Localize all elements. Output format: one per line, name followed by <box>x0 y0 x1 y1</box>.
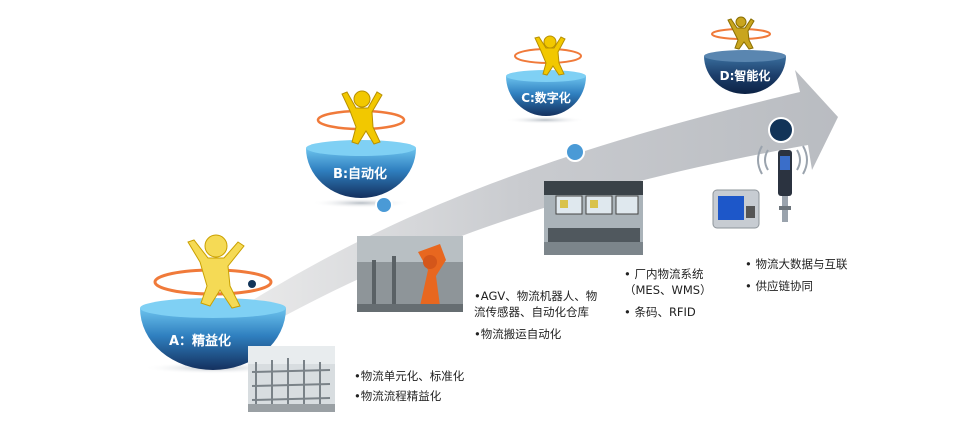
stage-d-label: D:智能化 <box>720 68 771 83</box>
step-dot-d <box>768 117 794 143</box>
bullet-item: 流传感器、自动化仓库 <box>474 305 589 319</box>
bullet-item: • 物流大数据与互联 <box>745 257 848 271</box>
step-dot-c <box>565 142 585 162</box>
bullet-item: • 厂内物流系统 <box>624 267 704 281</box>
stage-d-bullets: • 物流大数据与互联 • 供应链协同 <box>745 256 847 294</box>
stage-c: C:数字化 <box>505 35 586 162</box>
stage-d: D:智能化 <box>704 16 794 143</box>
bullet-item: •物流流程精益化 <box>354 389 442 403</box>
stage-c-bullets: • 厂内物流系统 （MES、WMS） • 条码、RFID <box>624 266 712 320</box>
bullet-item: • 条码、RFID <box>624 305 696 319</box>
stage-a-label: A：精益化 <box>169 333 231 349</box>
stage-b: B:自动化 <box>306 90 416 214</box>
step-dot-a <box>248 280 256 288</box>
bullet-item: • 供应链协同 <box>745 279 813 293</box>
person-icon <box>534 35 566 76</box>
step-dot-b <box>375 196 393 214</box>
bullet-item: •AGV、物流机器人、物 <box>474 289 598 303</box>
person-icon <box>341 90 383 145</box>
bullet-item: •物流单元化、标准化 <box>354 369 465 383</box>
iot-devices-image <box>712 145 808 229</box>
person-icon <box>187 234 245 309</box>
wireless-signal-icon <box>757 145 808 175</box>
bullet-item: （MES、WMS） <box>624 283 712 297</box>
person-icon <box>727 16 755 50</box>
photo-warehouse-racks <box>248 346 335 412</box>
stage-b-label: B:自动化 <box>333 166 387 182</box>
photo-control-room <box>544 181 643 255</box>
photo-industrial-robot <box>357 236 463 312</box>
stage-a-bullets: •物流单元化、标准化 •物流流程精益化 <box>354 368 464 404</box>
stage-b-bullets: •AGV、物流机器人、物 流传感器、自动化仓库 •物流搬运自动化 <box>474 288 597 342</box>
stage-c-label: C:数字化 <box>521 90 571 105</box>
bullet-item: •物流搬运自动化 <box>474 327 562 341</box>
